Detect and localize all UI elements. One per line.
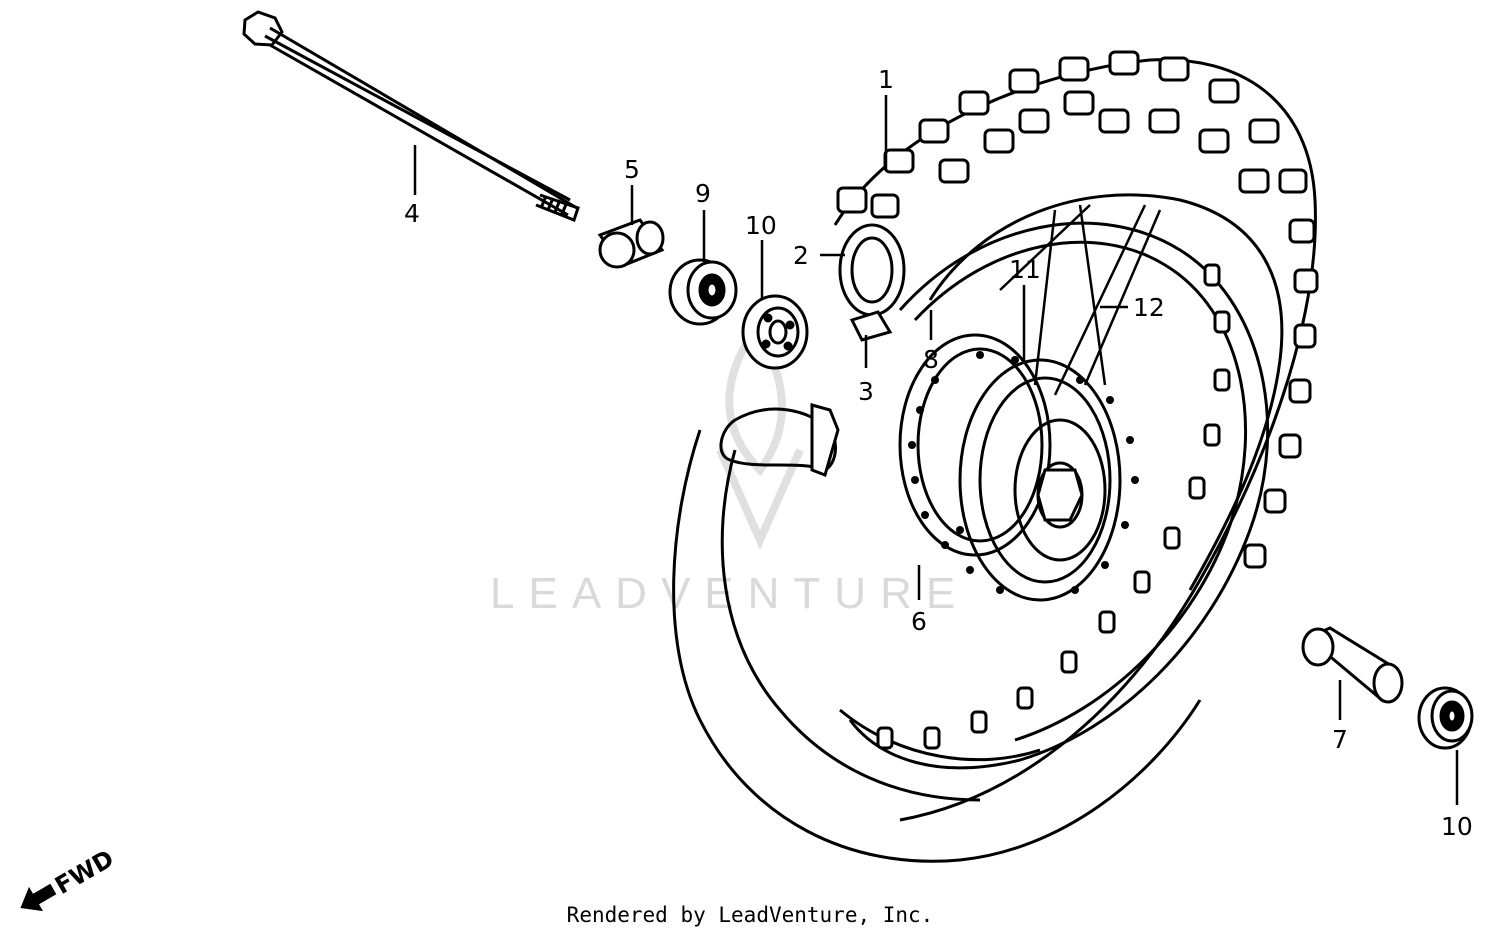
axle <box>242 10 580 222</box>
watermark: LEADVENTURE <box>490 323 969 618</box>
tire <box>833 50 1319 822</box>
distance-collar <box>1301 626 1404 704</box>
callout-10-left: 10 <box>745 211 777 240</box>
callout-2: 2 <box>793 241 809 270</box>
callout-6: 6 <box>911 607 927 636</box>
arrow-icon <box>20 883 57 912</box>
callout-8: 8 <box>923 345 939 374</box>
fwd-label: FWD <box>50 844 118 900</box>
leader-lines <box>413 95 1459 805</box>
callout-10-right: 10 <box>1441 812 1473 841</box>
callout-12: 12 <box>1133 293 1165 322</box>
callout-1: 1 <box>878 65 894 94</box>
spacer <box>597 218 665 269</box>
hub <box>898 333 1139 602</box>
callout-5: 5 <box>624 155 640 184</box>
watermark-text: LEADVENTURE <box>490 569 969 618</box>
tube <box>672 403 1202 863</box>
callout-4: 4 <box>404 199 420 228</box>
callouts: 1 2 3 4 5 6 7 8 9 10 10 11 12 <box>404 65 1473 841</box>
callout-11: 11 <box>1009 255 1041 284</box>
callout-9: 9 <box>695 179 711 208</box>
callout-3: 3 <box>858 377 874 406</box>
spokes <box>999 204 1162 396</box>
bearing-10-right <box>1417 686 1474 750</box>
callout-7: 7 <box>1332 725 1348 754</box>
watermark-logo <box>716 323 804 550</box>
bearing-9 <box>668 258 738 326</box>
footer-credit: Rendered by LeadVenture, Inc. <box>566 903 934 927</box>
bearing-10-left <box>741 294 809 370</box>
